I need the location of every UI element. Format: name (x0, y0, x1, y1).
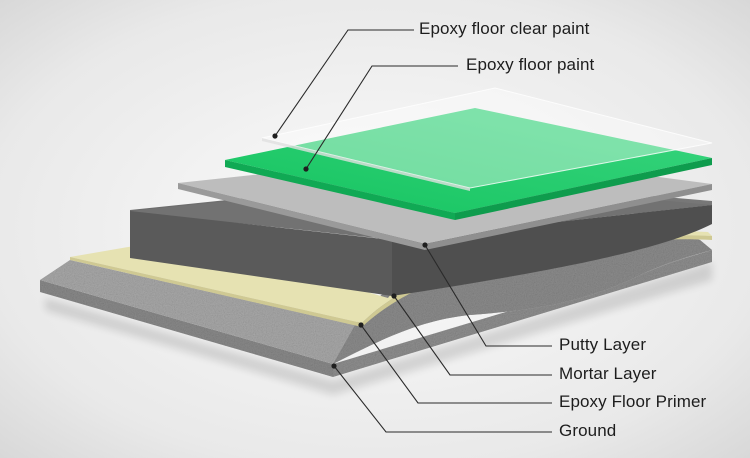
leader-dots (272, 133, 428, 369)
clear-paint-sheet (261, 87, 713, 189)
primer-top (70, 230, 712, 323)
ground-front (40, 280, 333, 377)
floor-paint-front (225, 160, 455, 220)
putty-front (178, 183, 425, 250)
dot-clear-paint (272, 133, 278, 139)
label-mortar: Mortar Layer (559, 364, 657, 383)
leader-putty (424, 244, 552, 347)
label-primer: Epoxy Floor Primer (559, 392, 707, 411)
dot-ground (331, 363, 337, 369)
dot-putty (422, 242, 428, 248)
clear-paint-edge (262, 138, 470, 191)
dot-floor-paint (303, 166, 309, 172)
mortar-front (130, 211, 392, 296)
putty-right-side (425, 184, 712, 250)
leader-lines (274, 29, 552, 433)
leader-floor-paint (305, 65, 458, 170)
label-putty: Putty Layer (559, 335, 647, 354)
dot-primer (358, 322, 364, 328)
clear-paint-layer (261, 87, 713, 191)
leader-clear-paint (274, 29, 414, 137)
ground-shadow (45, 262, 712, 395)
mortar-right-side (392, 205, 712, 296)
floor-paint-right-side (455, 158, 712, 220)
label-clear-paint: Epoxy floor clear paint (419, 19, 590, 38)
primer-layer (70, 230, 712, 327)
leader-mortar (393, 295, 552, 376)
floor-paint-layer (225, 108, 712, 220)
label-ground: Ground (559, 421, 617, 440)
label-floor-paint: Epoxy floor paint (466, 55, 595, 74)
dot-mortar (391, 293, 397, 299)
leader-ground (333, 365, 552, 433)
leader-primer (360, 324, 552, 404)
floor-paint-top (225, 108, 712, 213)
ground-wave-face (333, 233, 712, 364)
